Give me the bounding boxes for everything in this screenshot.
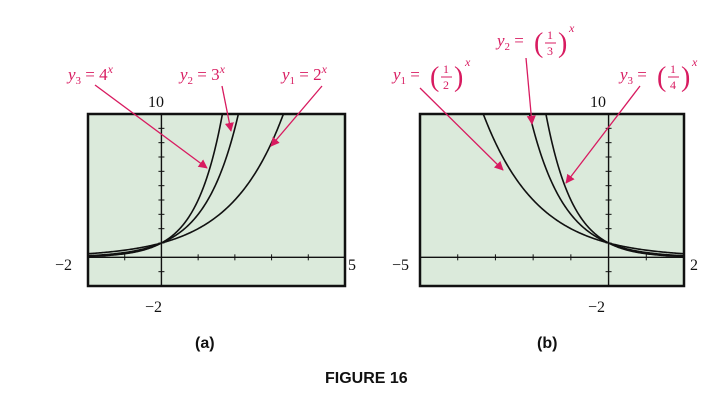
svg-text:y2 =: y2 =: [495, 31, 524, 53]
panel-a: 10 −2 −2 5 y3 = 4x y2 = 3x y1 = 2x (a): [55, 62, 356, 352]
pointer-arrow-y2-b: [525, 57, 536, 125]
panel-b: 10 −2 −5 2 y1 = ( 1 2 ) x y2 = ( 1 3 ) x…: [391, 21, 698, 352]
svg-text:x: x: [691, 55, 698, 69]
svg-text:(: (: [430, 62, 439, 93]
svg-text:): ): [558, 28, 567, 59]
series-label-y2-a: y2 = 3x: [178, 62, 226, 87]
svg-text:3: 3: [547, 44, 553, 58]
svg-text:y3 =: y3 =: [618, 65, 647, 87]
series-label-y3-b: y3 = ( 1 4 ) x: [618, 55, 698, 93]
svg-text:): ): [454, 62, 463, 93]
svg-text:(: (: [534, 28, 543, 59]
pointer-arrow-y1-a: [270, 85, 323, 147]
pointer-arrow-y2-a: [221, 85, 234, 132]
panel-label-a: (a): [195, 335, 215, 352]
svg-text:x: x: [464, 55, 471, 69]
pointer-arrow-y3-a: [94, 84, 208, 169]
series-curve-a-3: [87, 113, 285, 255]
series-curve-b-1: [481, 113, 685, 255]
pointer-arrow-y3-b: [565, 85, 641, 184]
tick-label-xmax-b: 2: [690, 257, 698, 274]
svg-text:1: 1: [443, 62, 449, 76]
series-label-y2-b: y2 = ( 1 3 ) x: [495, 21, 575, 59]
figure-caption: FIGURE 16: [325, 370, 408, 387]
tick-label-ymin-a: −2: [145, 299, 162, 316]
panel-label-b: (b): [537, 335, 557, 352]
series-label-y3-a: y3 = 4x: [66, 62, 114, 87]
svg-text:2: 2: [443, 78, 449, 92]
axes-a: [87, 113, 346, 287]
svg-text:1: 1: [547, 28, 553, 42]
tick-label-xmax-a: 5: [348, 257, 356, 274]
tick-label-ymax-b: 10: [590, 94, 606, 111]
tick-label-xmin-b: −5: [392, 257, 409, 274]
tick-label-xmin-a: −2: [55, 257, 72, 274]
svg-text:x: x: [568, 21, 575, 35]
svg-text:1: 1: [670, 62, 676, 76]
series-label-y1-b: y1 = ( 1 2 ) x: [391, 55, 471, 93]
curves-a: [87, 113, 285, 258]
pointer-arrow-y1-b: [419, 87, 504, 171]
svg-text:(: (: [657, 62, 666, 93]
series-label-y1-a: y1 = 2x: [280, 62, 328, 87]
series-curve-b-3: [545, 113, 685, 258]
svg-text:): ): [681, 62, 690, 93]
tick-label-ymin-b: −2: [588, 299, 605, 316]
tick-label-ymax-a: 10: [148, 94, 164, 111]
svg-text:y1 =: y1 =: [391, 65, 420, 87]
svg-text:4: 4: [670, 78, 676, 92]
curves-b: [481, 113, 685, 258]
